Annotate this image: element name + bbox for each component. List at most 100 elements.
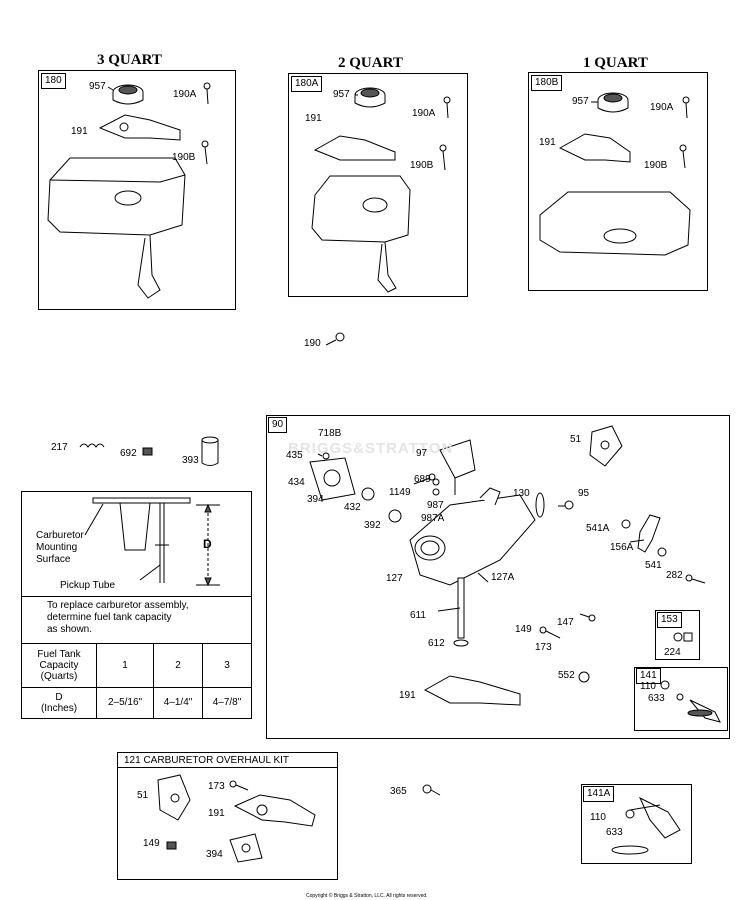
part-label-190B: 190B bbox=[172, 152, 196, 163]
table-row-header-inches: D (Inches) bbox=[21, 686, 97, 720]
ref-box-141: 141 bbox=[636, 668, 661, 684]
part-label-97: 97 bbox=[416, 448, 428, 459]
part-label-173: 173 bbox=[535, 642, 552, 653]
part-label-191: 191 bbox=[208, 808, 225, 819]
fuel-tank-diagram bbox=[84, 497, 220, 587]
table-cell: 4–7/8" bbox=[202, 686, 252, 720]
watermark: BRIGGS&STRATTON bbox=[288, 440, 454, 457]
part-label-191: 191 bbox=[539, 137, 556, 148]
part-label-633: 633 bbox=[606, 827, 623, 838]
title-3-quart: 3 QUART bbox=[97, 52, 162, 68]
title-1-quart: 1 QUART bbox=[583, 55, 648, 71]
instruction-note: To replace carburetor assembly, determin… bbox=[47, 600, 189, 635]
screw-icon bbox=[166, 780, 441, 850]
ref-box-90: 90 bbox=[268, 417, 288, 433]
part-label-191: 191 bbox=[305, 113, 322, 124]
fuel-tank-icon bbox=[311, 175, 411, 293]
gasket-icon bbox=[98, 114, 181, 141]
fuel-tank-icon bbox=[539, 191, 691, 256]
part-label-611: 611 bbox=[410, 610, 426, 621]
dimension-d-label: D bbox=[203, 537, 212, 551]
ref-box-180: 180 bbox=[41, 73, 66, 89]
part-label-191: 191 bbox=[71, 126, 88, 137]
leader-lines bbox=[107, 86, 645, 612]
ref-141-box bbox=[634, 667, 728, 731]
table-cell: 2–5/16" bbox=[95, 686, 155, 720]
gasket-icon bbox=[309, 425, 623, 501]
fuel-cap-icon bbox=[112, 84, 144, 105]
part-label-718B: 718B bbox=[318, 428, 342, 439]
carburetor-mounting-surface-label: Carburetor Mounting Surface bbox=[36, 530, 84, 565]
part-label-435: 435 bbox=[286, 450, 303, 461]
part-label-217: 217 bbox=[51, 442, 68, 453]
plug-icon bbox=[142, 447, 153, 456]
part-label-190A: 190A bbox=[173, 89, 197, 100]
part-label-130: 130 bbox=[513, 488, 530, 499]
ref-box-141A: 141A bbox=[583, 786, 615, 802]
ref-box-180B: 180B bbox=[531, 75, 563, 91]
part-label-110: 110 bbox=[590, 812, 606, 823]
carburetor-overhaul-kit-box bbox=[117, 752, 338, 880]
part-label-394: 394 bbox=[307, 494, 324, 505]
ref-box-153: 153 bbox=[657, 612, 682, 628]
part-label-432: 432 bbox=[344, 502, 361, 513]
part-label-393: 393 bbox=[182, 455, 199, 466]
part-label-987A: 987A bbox=[421, 513, 445, 524]
choke-shaft-icon bbox=[611, 796, 681, 855]
screw-icon bbox=[679, 96, 690, 169]
bushing-icon bbox=[201, 436, 219, 466]
choke-shaft-icon bbox=[660, 680, 721, 723]
table-cell: 3 bbox=[202, 643, 252, 688]
part-label-957: 957 bbox=[333, 89, 350, 100]
part-label-224: 224 bbox=[664, 647, 681, 658]
pickup-tube-label: Pickup Tube bbox=[60, 580, 116, 591]
screw-icon bbox=[317, 452, 706, 639]
screw-icon bbox=[439, 96, 451, 171]
fuel-tank-icon bbox=[47, 157, 186, 299]
part-label-394: 394 bbox=[206, 849, 223, 860]
ref-153-box bbox=[655, 610, 700, 660]
part-label-156A: 156A bbox=[610, 542, 634, 553]
part-label-689: 689 bbox=[414, 474, 431, 485]
part-label-190B: 190B bbox=[410, 160, 434, 171]
part-label-190B: 190B bbox=[644, 160, 668, 171]
copyright-text: Copyright © Briggs & Stratton, LLC. All … bbox=[306, 893, 428, 899]
throttle-shaft-icon bbox=[439, 439, 476, 495]
part-label-365: 365 bbox=[390, 786, 407, 797]
part-label-127: 127 bbox=[386, 573, 403, 584]
part-label-147: 147 bbox=[557, 617, 574, 628]
part-label-190: 190 bbox=[304, 338, 321, 349]
part-label-987: 987 bbox=[427, 500, 444, 511]
part-label-692: 692 bbox=[120, 448, 137, 459]
table-row-header-capacity: Fuel Tank Capacity (Quarts) bbox=[21, 643, 97, 688]
gasket-icon bbox=[423, 675, 521, 706]
fuel-tank-3-quart-box bbox=[38, 70, 236, 310]
part-label-149: 149 bbox=[143, 838, 160, 849]
o-ring-icon bbox=[361, 487, 545, 523]
fuel-tank-capacity-chart bbox=[21, 491, 252, 719]
part-label-541A: 541A bbox=[586, 523, 610, 534]
gasket-icon bbox=[558, 133, 631, 163]
part-label-434: 434 bbox=[288, 477, 305, 488]
fuel-tank-2-quart-box bbox=[288, 73, 468, 297]
carburetor-icon bbox=[409, 487, 536, 647]
part-label-552: 552 bbox=[558, 670, 575, 681]
part-label-110: 110 bbox=[640, 681, 656, 692]
screw-icon bbox=[201, 82, 211, 165]
fuel-tank-1-quart-box bbox=[528, 72, 708, 291]
table-cell: 2 bbox=[153, 643, 204, 688]
part-label-1149: 1149 bbox=[389, 487, 411, 498]
title-2-quart: 2 QUART bbox=[338, 55, 403, 71]
nut-icon bbox=[578, 632, 693, 683]
part-label-957: 957 bbox=[572, 96, 589, 107]
table-cell: 1 bbox=[95, 643, 155, 688]
part-label-612: 612 bbox=[428, 638, 445, 649]
part-label-127A: 127A bbox=[491, 572, 515, 583]
part-label-95: 95 bbox=[578, 488, 590, 499]
fuel-cap-icon bbox=[597, 92, 629, 113]
capacity-table: Fuel Tank Capacity (Quarts) 1 2 3 D (Inc… bbox=[21, 643, 252, 720]
part-label-191: 191 bbox=[399, 690, 416, 701]
governor-lever-icon bbox=[621, 514, 667, 557]
part-label-633: 633 bbox=[648, 693, 665, 704]
